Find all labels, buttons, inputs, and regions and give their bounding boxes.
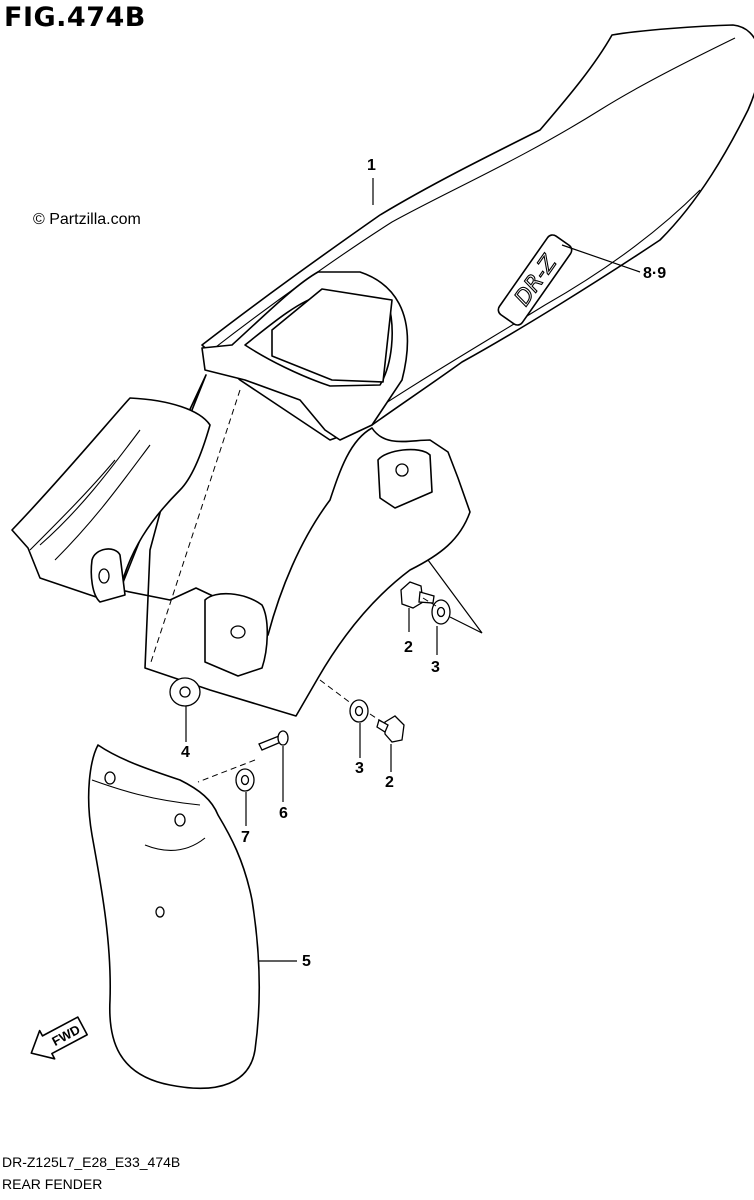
- callout-5: 5: [302, 953, 311, 970]
- rear-fender-part: DR-Z: [11, 24, 754, 717]
- mud-flap-hole-upper: [104, 771, 116, 785]
- callout-2-lower: 2: [385, 774, 394, 791]
- mud-flap-bend: [91, 779, 206, 851]
- figure-title: FIG.474B: [4, 2, 146, 33]
- leader-lines: [185, 178, 641, 962]
- grommet-part-4: [169, 677, 201, 707]
- diagram-code: DR-Z125L7_E28_E33_474B: [2, 1154, 181, 1170]
- nut-part-3-lower: [349, 699, 369, 723]
- hardware: [169, 581, 451, 792]
- bolt-part-2-upper: [400, 581, 435, 609]
- rear-fender-plate: [271, 288, 393, 383]
- mud-flap-part: [87, 744, 261, 1089]
- assembly-lines: [149, 389, 437, 783]
- rear-fender-lip-grooves: [29, 429, 151, 561]
- washer-part-7: [235, 768, 255, 792]
- callout-3-upper: 3: [431, 659, 440, 676]
- nut-part-3-upper: [431, 599, 451, 625]
- forward-arrow: FWD: [30, 1016, 88, 1060]
- bolt-part-2-lower: [376, 715, 405, 743]
- rear-fender-rear-lip: [11, 397, 211, 601]
- watermark: © Partzilla.com: [33, 211, 141, 228]
- mud-flap-hole-lower: [155, 906, 165, 918]
- rear-fender-ridge: [359, 189, 701, 421]
- fender-mount-left-hole: [98, 568, 110, 584]
- callout-2-upper: 2: [404, 639, 413, 656]
- mud-flap-body: [87, 744, 261, 1089]
- callout-1: 1: [367, 157, 376, 174]
- mud-flap-hole-middle: [174, 813, 186, 827]
- callout-3-lower: 3: [355, 760, 364, 777]
- fender-mount-right-hole: [395, 463, 409, 477]
- callout-6: 6: [279, 805, 288, 822]
- callout-7: 7: [241, 829, 250, 846]
- forward-arrow-shape: [30, 1016, 88, 1060]
- fender-mount-center-hole: [230, 625, 246, 639]
- diagram-title: REAR FENDER: [2, 1176, 103, 1192]
- callout-4: 4: [181, 744, 190, 761]
- screw-part-6: [258, 730, 289, 751]
- fender-mount-right: [377, 448, 433, 509]
- callout-8-9: 8·9: [643, 265, 667, 282]
